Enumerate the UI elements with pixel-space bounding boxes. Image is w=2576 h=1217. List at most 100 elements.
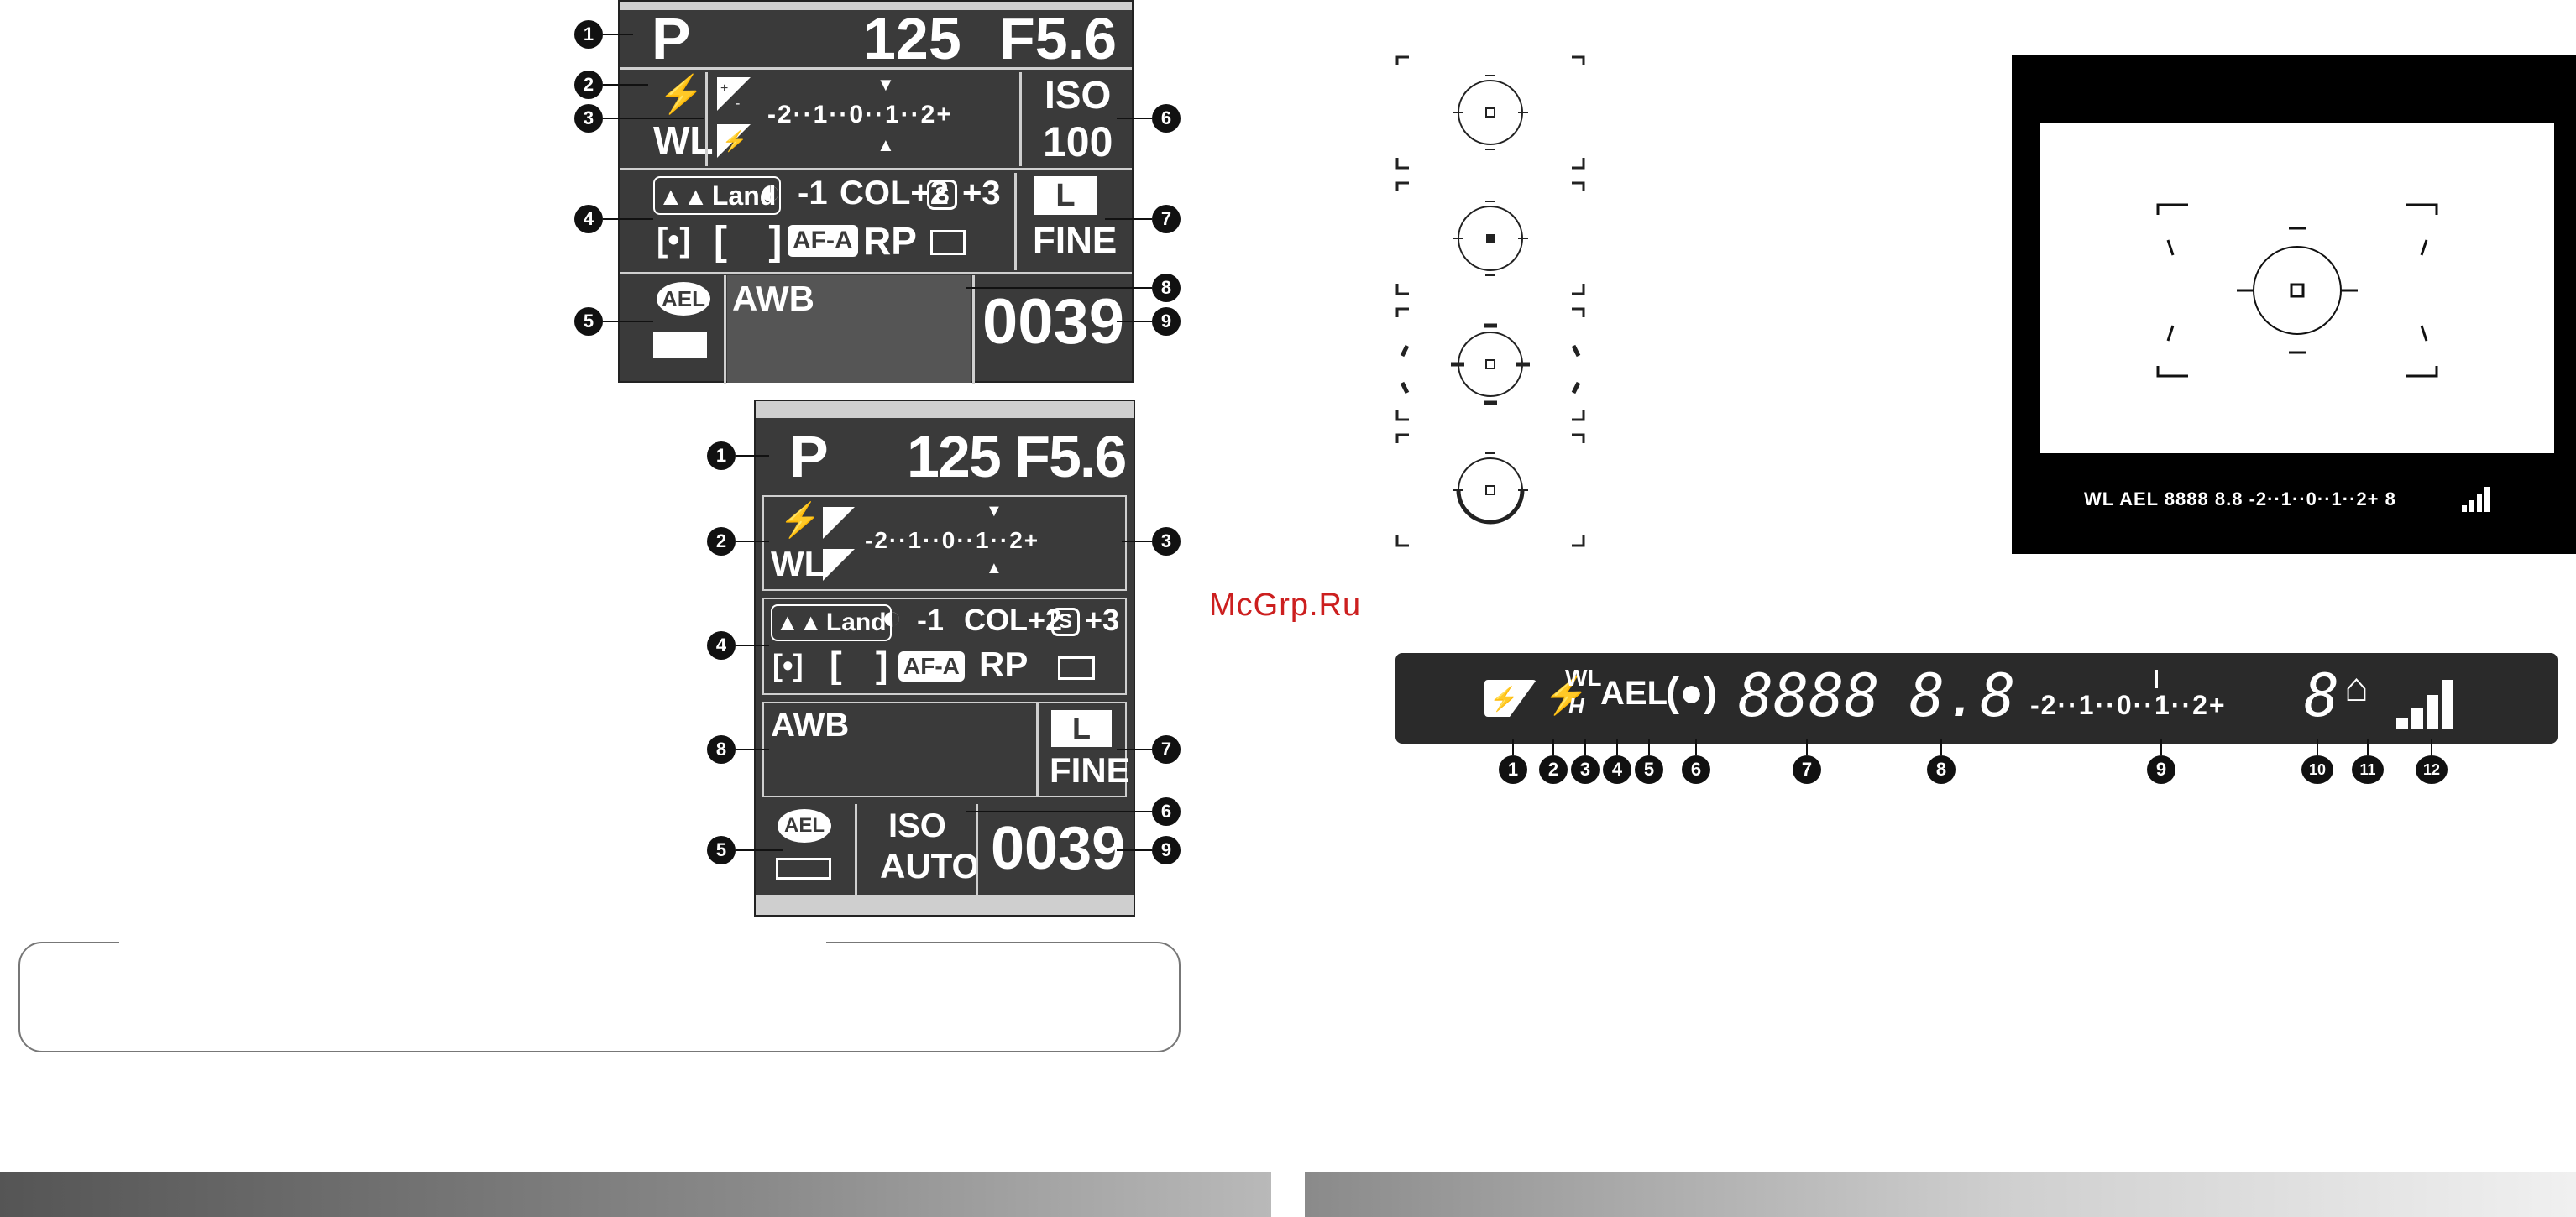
focus-area-diagram	[1395, 307, 1585, 421]
af-area-icon: [ ]	[714, 219, 798, 264]
awb-label: AWB	[771, 707, 850, 744]
svg-text:+: +	[720, 81, 728, 96]
flash-icon: ⚡	[1543, 675, 1589, 716]
viewfinder-info-readout: WL AEL 8888 8.8 -2··1··0··1··2+ 8	[2084, 488, 2396, 509]
svg-text:⚡: ⚡	[722, 129, 747, 153]
svg-text:⚡: ⚡	[1490, 685, 1519, 713]
leader-line	[1122, 541, 1152, 542]
flash-comp-icon	[823, 549, 855, 581]
contrast-value: -1	[917, 603, 945, 637]
viewfinder: WL AEL 8888 8.8 -2··1··0··1··2+ 8	[2012, 55, 2576, 554]
divider	[724, 275, 726, 384]
iso-value: 100	[1043, 118, 1113, 165]
frame-counter: 0039	[991, 815, 1126, 882]
leader-line	[1117, 118, 1152, 119]
focus-area-diagrams	[1395, 55, 1585, 547]
land-label: Land	[711, 180, 777, 211]
leader-line	[1105, 218, 1152, 220]
landscape-mode-badge: ▲▲ Land	[653, 176, 782, 215]
callout-9: 9	[2147, 755, 2175, 784]
leader-line	[966, 287, 1152, 289]
leader-line	[603, 34, 633, 35]
lcd-panel-top: P 125 F5.6 ⚡ WL +- ⚡ -2··1··0··1··2+ ▼ ▲…	[618, 0, 1134, 384]
callout-9: 9	[1152, 836, 1181, 864]
callout-10: 10	[2301, 755, 2333, 784]
exposure-scale: -2··1··0··1··2+	[767, 101, 953, 128]
exposure-comp-icon	[823, 507, 855, 539]
contrast-value: -1	[798, 175, 828, 212]
lcd-bottom-strip-top	[756, 401, 1134, 418]
focus-area-diagram	[1395, 181, 1585, 295]
divider	[1036, 703, 1039, 796]
footer-bar-right	[1305, 1172, 2576, 1217]
callout-2: 2	[1539, 755, 1568, 784]
footer-bar-left	[0, 1172, 1271, 1217]
divider	[620, 168, 1132, 170]
callout-8: 8	[1152, 274, 1181, 302]
image-size-badge: L	[1051, 710, 1112, 747]
battery-icon	[776, 858, 831, 880]
callout-2: 2	[707, 527, 736, 556]
leader-line	[736, 849, 783, 851]
callout-4: 4	[707, 631, 736, 660]
wl-label: WL	[771, 544, 826, 583]
leader-line	[2431, 739, 2432, 755]
leader-line	[1648, 739, 1650, 755]
watermark: McGrp.Ru	[1209, 588, 1362, 623]
leader-line	[1695, 739, 1697, 755]
shutter-aperture-display: 125 F5.6	[907, 424, 1127, 489]
divider	[1014, 173, 1017, 270]
flash-exposure-comp-icon: ⚡	[1484, 680, 1537, 717]
shutter-display: 125	[863, 6, 961, 71]
rp-label: RP	[979, 645, 1029, 684]
callout-7: 7	[1152, 735, 1181, 764]
exposure-comp-icon: +-	[717, 77, 751, 111]
wl-label: WL	[1565, 665, 1602, 691]
callout-5: 5	[707, 836, 736, 864]
signal-bars-icon	[2462, 487, 2490, 512]
leader-line	[603, 218, 653, 220]
leader-line	[1117, 849, 1152, 851]
iso-value: AUTO	[880, 846, 980, 885]
digit-display: 8	[2304, 661, 2340, 730]
mode-display: P	[652, 6, 691, 71]
leader-line	[603, 84, 648, 86]
settings-row	[762, 598, 1127, 695]
callout-8: 8	[1927, 755, 1956, 784]
ael-badge: AEL	[778, 809, 831, 843]
wl-label: WL	[653, 118, 714, 162]
leader-line	[966, 811, 1152, 812]
leader-line	[1512, 739, 1514, 755]
svg-text:-: -	[736, 97, 740, 111]
metering-icon: [•]	[657, 222, 691, 259]
leader-line	[1117, 749, 1152, 750]
flash-icon: ⚡	[779, 502, 821, 539]
callout-3: 3	[1152, 527, 1181, 556]
contrast-icon: ◐	[759, 171, 782, 212]
callout-3: 3	[1571, 755, 1600, 784]
rp-label: RP	[863, 219, 917, 263]
divider	[620, 272, 1132, 274]
leader-line	[2317, 739, 2318, 755]
quality-label: FINE	[1050, 750, 1130, 790]
divider	[1019, 72, 1022, 166]
divider	[855, 804, 857, 896]
callout-11: 11	[2352, 755, 2384, 784]
frame-counter: 0039	[982, 286, 1125, 358]
lcd-bottom-strip-bottom	[756, 895, 1134, 915]
scale-pointer-bottom: ▲	[877, 134, 895, 155]
callout-12: 12	[2416, 755, 2448, 784]
color-value: COL+2	[964, 603, 1063, 637]
viewfinder-image-area	[2040, 123, 2554, 453]
callout-9: 9	[1152, 307, 1181, 336]
mountain-icon: ▲▲	[776, 609, 823, 635]
divider	[976, 804, 978, 896]
saturation-icon: S	[1051, 608, 1080, 636]
scale-pointer-top: ▼	[986, 502, 1003, 520]
af-mode-badge: AF-A	[898, 651, 965, 682]
divider	[972, 275, 975, 384]
saturation-value: +3	[1085, 603, 1120, 637]
aperture-digits: 8.8	[1909, 661, 2016, 730]
leader-line	[2367, 739, 2369, 755]
land-label: Land	[825, 608, 887, 636]
